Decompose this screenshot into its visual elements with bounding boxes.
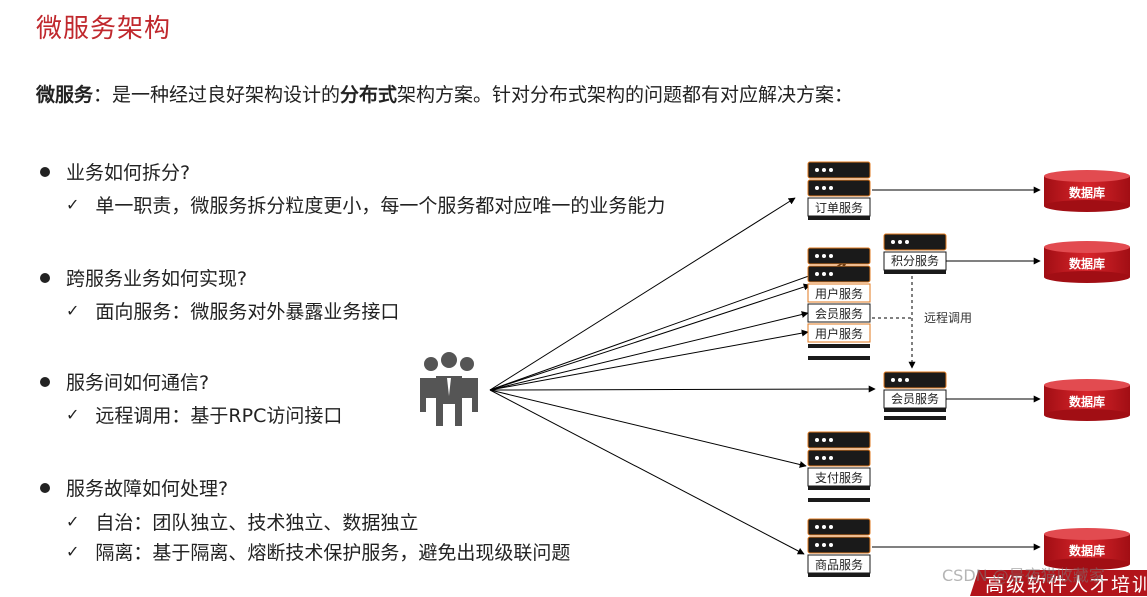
database-icon: 数据库 <box>1044 241 1130 283</box>
bullet-icon <box>40 272 50 283</box>
answer-4-1-text: 自治：团队独立、技术独立、数据独立 <box>95 512 419 534</box>
answer-2-1: ✓ 面向服务：微服务对外暴露业务接口 <box>66 297 399 324</box>
check-icon: ✓ <box>66 195 80 214</box>
question-3-text: 服务间如何通信? <box>66 372 210 394</box>
product-service-label: 商品服务 <box>815 557 863 572</box>
member-service-label: 会员服务 <box>891 391 939 406</box>
answer-1-1-text: 单一职责，微服务拆分粒度更小，每一个服务都对应唯一的业务能力 <box>95 195 666 217</box>
watermark: CSDN @是夜猫收藏家 <box>942 566 1105 585</box>
check-icon: ✓ <box>66 405 80 424</box>
bullet-icon <box>40 376 50 387</box>
order-service-icon: 订单服务 <box>807 161 871 220</box>
intro-paragraph: 微服务：是一种经过良好架构设计的分布式架构方案。针对分布式架构的问题都有对应解决… <box>36 76 916 114</box>
payment-service-icon: 支付服务 <box>807 431 871 502</box>
points-service-label: 积分服务 <box>891 253 939 268</box>
database-icon: 数据库 <box>1044 170 1130 212</box>
database-label: 数据库 <box>1069 394 1105 409</box>
database-icon: 数据库 <box>1044 528 1130 570</box>
intro-text-2: 架构方案。针对分布式架构的问题都有对应解决方案： <box>397 84 854 106</box>
member-service-icon: 会员服务 <box>883 371 947 420</box>
database-label: 数据库 <box>1069 543 1105 558</box>
question-4: 服务故障如何处理? <box>40 474 228 501</box>
users-group-icon <box>420 352 478 426</box>
question-2: 跨服务业务如何实现? <box>40 264 247 291</box>
answer-4-2-text: 隔离：基于隔离、熔断技术保护服务，避免出现级联问题 <box>95 542 571 564</box>
question-2-text: 跨服务业务如何实现? <box>66 268 248 290</box>
remote-call-connector <box>872 276 916 369</box>
intro-term: 微服务 <box>36 84 94 106</box>
check-icon: ✓ <box>66 301 80 320</box>
question-1-text: 业务如何拆分? <box>66 162 191 184</box>
answer-4-2: ✓ 隔离：基于隔离、熔断技术保护服务，避免出现级联问题 <box>66 538 570 565</box>
intro-text-1: ：是一种经过良好架构设计的 <box>93 84 341 106</box>
stacked-services-icon: 用户服务 会员服务 用户服务 <box>807 247 871 360</box>
order-service-label: 订单服务 <box>815 200 863 215</box>
answer-1-1: ✓ 单一职责，微服务拆分粒度更小，每一个服务都对应唯一的业务能力 <box>66 191 665 218</box>
database-icon: 数据库 <box>1044 379 1130 421</box>
footer-banner-text: 高级软件人才培训 <box>985 574 1147 596</box>
check-icon: ✓ <box>66 512 80 531</box>
answer-4-1: ✓ 自治：团队独立、技术独立、数据独立 <box>66 508 418 535</box>
stack-top-label: 用户服务 <box>815 286 863 301</box>
remote-call-label: 远程调用 <box>924 310 972 325</box>
question-4-text: 服务故障如何处理? <box>66 478 229 500</box>
stack-bottom-label: 用户服务 <box>815 326 863 341</box>
check-icon: ✓ <box>66 542 80 561</box>
page-title: 微服务架构 <box>36 14 172 44</box>
question-1: 业务如何拆分? <box>40 158 190 185</box>
user-arrows <box>489 197 876 555</box>
question-3: 服务间如何通信? <box>40 368 209 395</box>
payment-service-label: 支付服务 <box>815 470 863 485</box>
bullet-icon <box>40 166 50 177</box>
product-service-icon: 商品服务 <box>807 518 871 577</box>
intro-bold: 分布式 <box>340 84 398 106</box>
answer-3-1: ✓ 远程调用：基于RPC访问接口 <box>66 401 342 428</box>
answer-3-1-text: 远程调用：基于RPC访问接口 <box>95 405 343 427</box>
stack-mid-label: 会员服务 <box>815 306 863 321</box>
database-label: 数据库 <box>1069 256 1105 271</box>
database-label: 数据库 <box>1069 185 1105 200</box>
db-arrows <box>872 186 1041 551</box>
points-service-icon: 积分服务 <box>883 233 947 274</box>
bullet-icon <box>40 482 50 493</box>
answer-2-1-text: 面向服务：微服务对外暴露业务接口 <box>95 301 400 323</box>
